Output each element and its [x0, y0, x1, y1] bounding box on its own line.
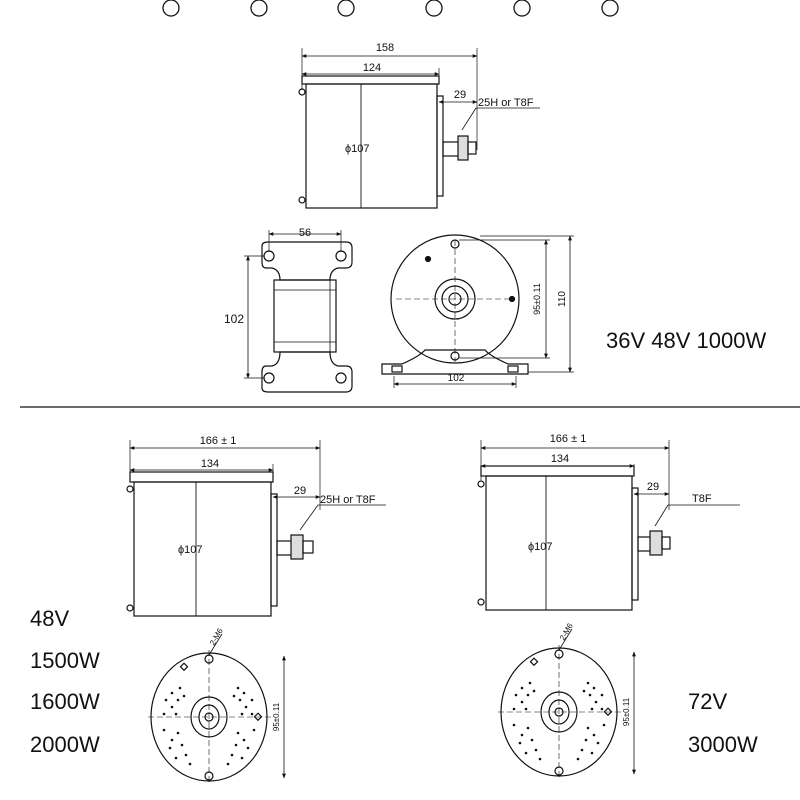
hole-circle	[513, 0, 531, 17]
bl-overall-length: 166 ± 1	[200, 435, 237, 447]
spec-label-top: 36V 48V 1000W	[606, 328, 767, 353]
top-overall-height: 110	[557, 291, 568, 307]
top-bracket-view	[244, 230, 353, 393]
bl-body-length: 134	[201, 458, 219, 470]
hole-circle	[601, 0, 619, 17]
hole-circle	[250, 0, 268, 17]
bl-vent-dots	[162, 686, 256, 766]
bottom-left-side-view	[126, 440, 386, 617]
bl-shaft-length: 29	[294, 485, 306, 497]
top-end-view	[381, 234, 574, 388]
spec-label-voltage-48v: 48V	[30, 606, 70, 631]
bl-hole-note: 2-M6	[208, 626, 225, 647]
top-sprocket-note: 25H or T8F	[478, 97, 534, 109]
bl-sprocket-note: 25H or T8F	[320, 494, 376, 506]
top-side-view	[298, 48, 540, 209]
hole-circle	[337, 0, 355, 17]
br-vent-dots	[512, 681, 606, 761]
spec-label-power-1500w: 1500W	[30, 648, 100, 673]
spec-label-power-1600w: 1600W	[30, 689, 100, 714]
br-body-length: 134	[551, 453, 569, 465]
top-hole-row	[162, 0, 619, 17]
bl-body-diameter: ϕ107	[178, 544, 203, 556]
br-shaft-length: 29	[647, 481, 659, 493]
top-mount-height: 102	[224, 312, 244, 326]
br-body-diameter: ϕ107	[528, 541, 553, 553]
br-overall-length: 166 ± 1	[550, 433, 587, 445]
top-overall-length: 158	[376, 42, 394, 54]
top-shaft-length: 29	[454, 89, 466, 101]
br-sprocket-note: T8F	[692, 493, 712, 505]
hole-circle	[425, 0, 443, 17]
top-mount-width: 56	[299, 227, 311, 239]
hole-circle	[162, 0, 180, 17]
bottom-right-end-view	[498, 628, 636, 780]
br-hole-spacing: 95±0.11	[622, 697, 631, 726]
spec-label-voltage-72v: 72V	[688, 689, 728, 714]
bottom-left-end-view	[148, 633, 286, 784]
top-base-width: 102	[448, 373, 465, 384]
top-body-length: 124	[363, 62, 381, 74]
spec-label-power-3000w: 3000W	[688, 732, 758, 757]
br-hole-note: 2-M6	[558, 621, 575, 642]
bottom-right-side-view	[477, 440, 740, 611]
top-hole-spacing: 95±0.11	[532, 283, 542, 315]
bl-hole-spacing: 95±0.11	[272, 702, 281, 731]
top-body-diameter: ϕ107	[345, 143, 370, 155]
spec-label-power-2000w: 2000W	[30, 732, 100, 757]
